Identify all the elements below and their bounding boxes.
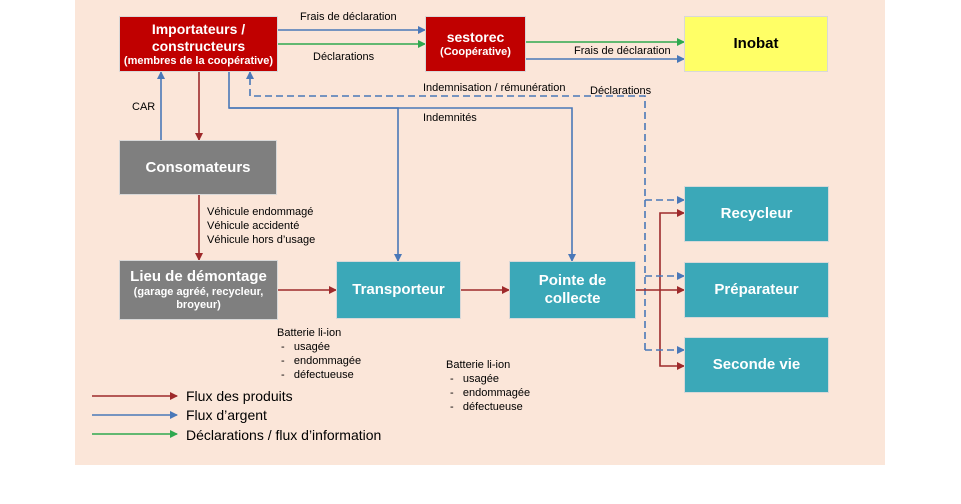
label-car: CAR xyxy=(132,101,156,113)
node-consomateurs: Consomateurs xyxy=(119,140,277,195)
arrow-indemnites-pointe xyxy=(228,72,576,262)
battery-list-right: Batterie li-ion - usagée - endommagée - … xyxy=(446,358,530,414)
label-indemnites: Indemnités xyxy=(423,112,477,124)
node-inobat-title: Inobat xyxy=(733,35,779,52)
node-transporteur-title: Transporteur xyxy=(352,281,445,298)
legend-money: Flux d’argent xyxy=(186,407,267,423)
node-preparateur-title: Préparateur xyxy=(714,281,799,298)
legend-products: Flux des produits xyxy=(186,388,293,404)
node-seconde-vie-title: Seconde vie xyxy=(712,356,801,373)
list-item: - usagée xyxy=(450,373,499,385)
node-lieu-sub: (garage agréé, recycleur, broyeur) xyxy=(133,286,264,311)
node-importateurs-sub: (membres de la coopérative) xyxy=(123,54,274,67)
node-pointe-collecte: Pointe de collecte xyxy=(509,261,636,319)
battery-list-right-title: Batterie li-ion xyxy=(446,359,511,371)
list-item: - défectueuse xyxy=(450,401,523,413)
label-vehicule-hors-usage: Véhicule hors d’usage xyxy=(207,234,316,246)
list-item: - usagée xyxy=(281,341,330,353)
label-declarations-right: Déclarations xyxy=(590,85,652,97)
node-inobat: Inobat xyxy=(684,16,828,72)
legend-info: Déclarations / flux d’information xyxy=(186,427,382,443)
node-lieu-demontage: Lieu de démontage (garage agréé, recycle… xyxy=(119,260,278,320)
node-pointe-title: Pointe de collecte xyxy=(538,272,607,307)
label-indemnisation: Indemnisation / rémunération xyxy=(423,82,566,94)
arrow-indemnites-transporteur xyxy=(229,107,402,262)
node-recycleur-title: Recycleur xyxy=(720,205,793,222)
node-preparateur: Préparateur xyxy=(684,262,829,318)
list-item: - endommagée xyxy=(450,387,531,399)
node-sestorec-sub: (Coopérative) xyxy=(440,46,511,58)
arrow-pointe-seconde-vie xyxy=(659,290,685,370)
node-recycleur: Recycleur xyxy=(684,186,829,242)
battery-list-left-title: Batterie li-ion xyxy=(277,327,342,339)
node-sestorec: sestorec (Coopérative) xyxy=(425,16,526,72)
node-consomateurs-title: Consomateurs xyxy=(145,158,251,176)
arrow-pointe-recycleur xyxy=(659,209,685,290)
node-seconde-vie: Seconde vie xyxy=(684,337,829,393)
arrow-indemnisation-dashed xyxy=(246,71,646,350)
battery-list-left: Batterie li-ion - usagée - endommagée - … xyxy=(277,326,361,382)
label-declarations-mid: Déclarations xyxy=(313,51,375,63)
label-frais-declaration-right: Frais de déclaration xyxy=(574,45,671,57)
label-vehicule-endommage: Véhicule endommagé xyxy=(207,206,314,218)
label-frais-declaration-top: Frais de déclaration xyxy=(300,11,397,23)
list-item: - endommagée xyxy=(281,355,362,367)
node-importateurs-title: Importateurs / constructeurs xyxy=(151,20,246,54)
label-vehicule-accidente: Véhicule accidenté xyxy=(207,220,300,232)
node-importateurs: Importateurs / constructeurs (membres de… xyxy=(119,16,278,72)
list-item: - défectueuse xyxy=(281,369,354,381)
node-transporteur: Transporteur xyxy=(336,261,461,319)
node-sestorec-title: sestorec xyxy=(446,29,505,45)
node-lieu-title: Lieu de démontage xyxy=(130,268,267,285)
